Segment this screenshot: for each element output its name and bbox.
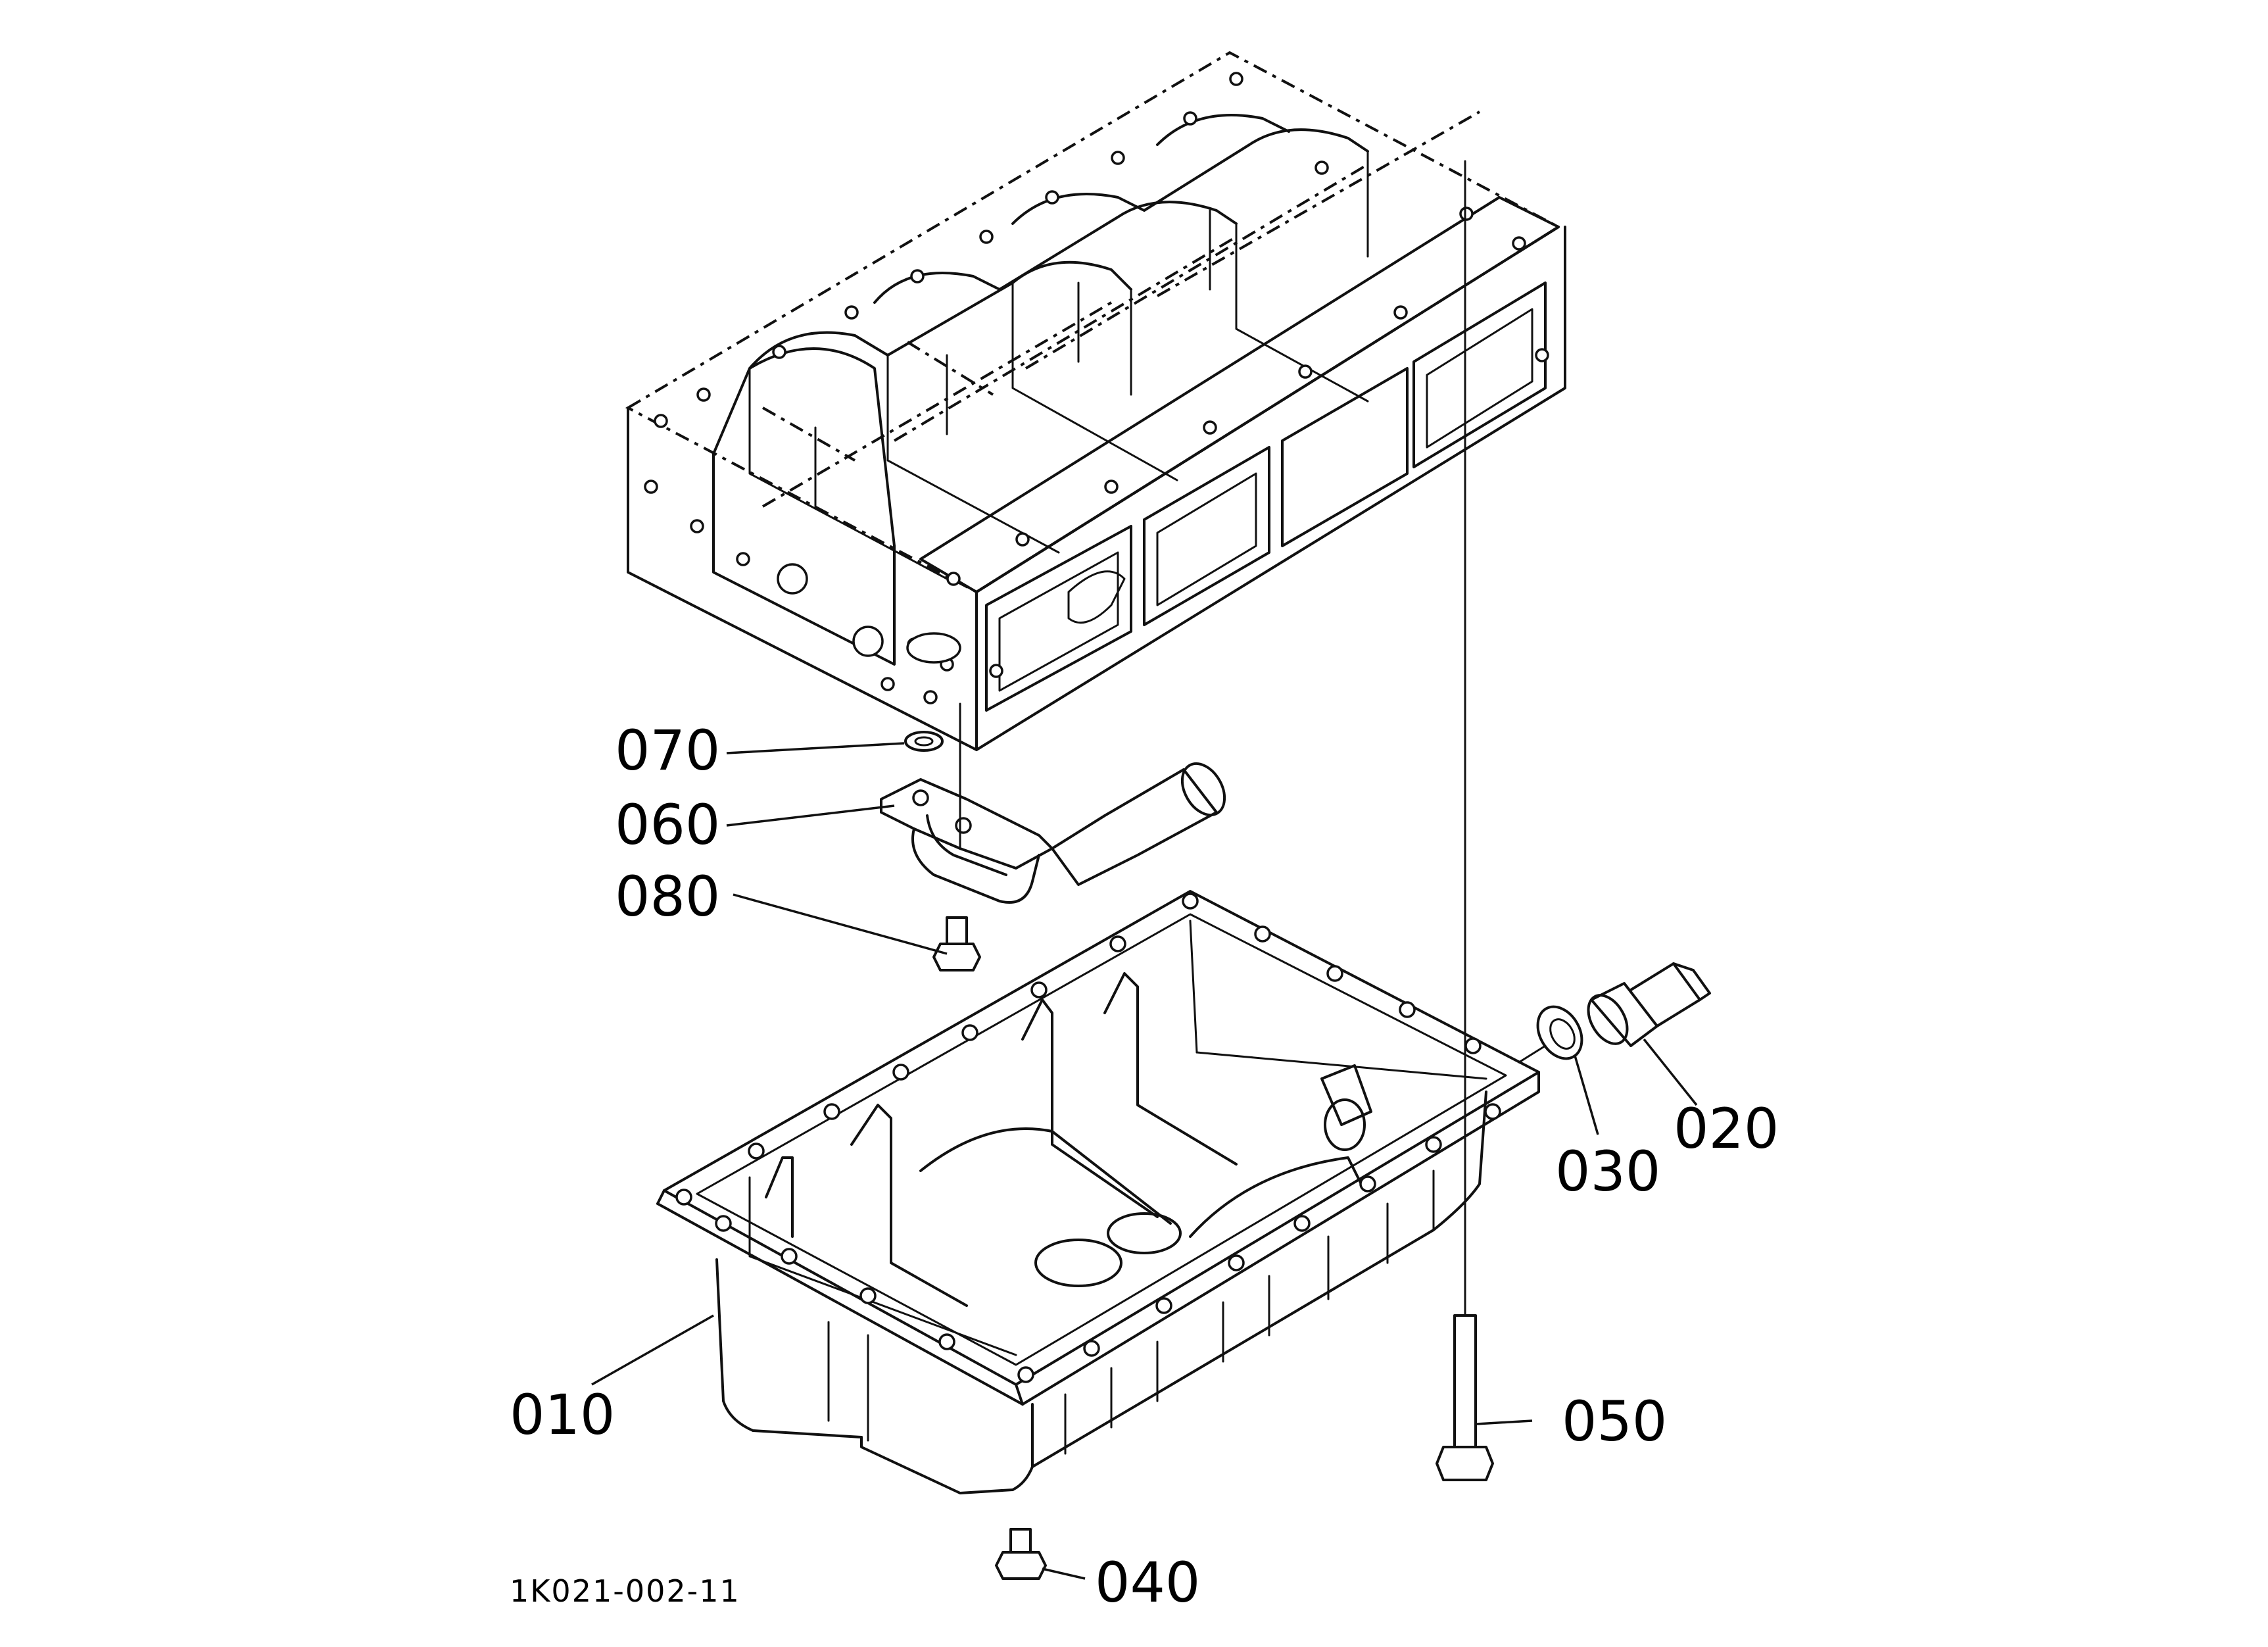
leader-lines	[591, 742, 1698, 1580]
engine-block-phantom	[625, 51, 1566, 751]
callout-050: 050	[1562, 1389, 1667, 1454]
strainer-bracket	[880, 778, 1053, 870]
callout-020: 020	[1674, 1096, 1779, 1161]
callout-labels: 070 060 080 010 040 050 030 020 1K021-00…	[510, 718, 1779, 1615]
bolt-080	[932, 916, 981, 971]
callout-060: 060	[615, 793, 720, 857]
callout-070: 070	[615, 718, 720, 783]
bolt-050	[1436, 160, 1494, 1481]
fitting-020	[1587, 962, 1711, 1047]
callout-080: 080	[615, 864, 720, 929]
callout-030: 030	[1555, 1139, 1660, 1204]
gasket-030	[1536, 1005, 1583, 1060]
oil-strainer-assembly	[880, 702, 1226, 971]
oil-pan-010	[656, 890, 1540, 1494]
diagram-reference-code: 1K021-002-11	[510, 1573, 740, 1609]
callout-010: 010	[510, 1383, 615, 1447]
callout-040: 040	[1095, 1550, 1200, 1615]
o-ring-070	[904, 731, 944, 752]
drain-plug-040	[995, 1528, 1047, 1580]
strainer-screen	[1051, 768, 1218, 886]
